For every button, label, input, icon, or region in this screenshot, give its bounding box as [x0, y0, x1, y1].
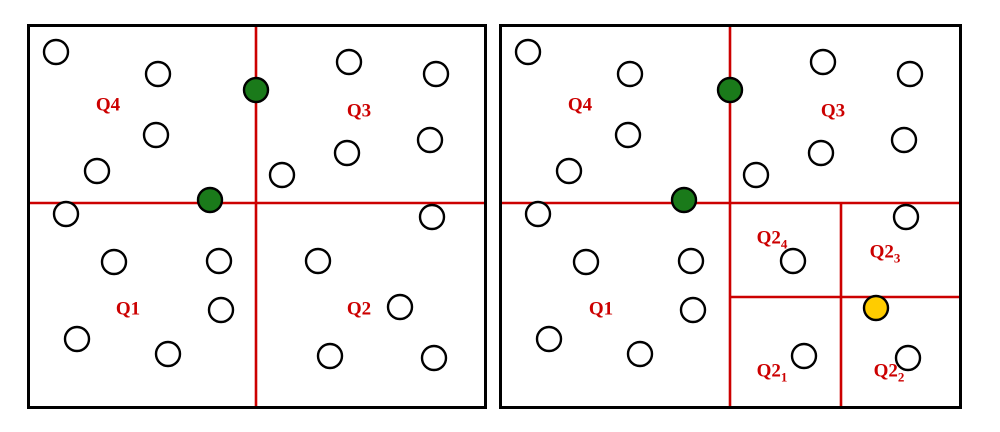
data-point-circle[interactable] [100, 248, 128, 276]
quadrant-label-q4-text: Q4 [567, 94, 593, 116]
data-point-circle[interactable] [742, 161, 770, 189]
data-point-circle[interactable] [614, 121, 642, 149]
data-point-circle[interactable] [894, 344, 922, 372]
quadrant-label-q4: Q4 [96, 96, 120, 115]
quadrant-label-q2-2-text: Q2 [873, 360, 898, 382]
data-point-circle[interactable] [144, 60, 172, 88]
quadrant-label-q2-2: Q22 [873, 360, 905, 384]
data-point-circle[interactable] [535, 325, 563, 353]
data-point-circle[interactable] [524, 200, 552, 228]
quadrant-label-q2-3-subscript: 3 [893, 250, 901, 266]
quadrant-label-q2-1: Q21 [756, 360, 788, 384]
data-point-circle[interactable] [790, 342, 818, 370]
data-point-circle[interactable] [422, 60, 450, 88]
quadrant-label-q2-3-text: Q2 [869, 241, 894, 263]
quadrant-label-q2-text: Q2 [346, 298, 372, 320]
data-point-circle[interactable] [83, 157, 111, 185]
quadrant-label-q3-text: Q3 [346, 100, 372, 122]
data-point-circle[interactable] [205, 247, 233, 275]
data-point-circle[interactable] [779, 247, 807, 275]
data-point-circle-green[interactable] [242, 76, 270, 104]
quadrant-label-q3: Q3 [821, 102, 845, 121]
data-point-circle-green[interactable] [196, 186, 224, 214]
quadrant-label-q3: Q3 [347, 102, 371, 121]
data-point-circle[interactable] [52, 200, 80, 228]
quadrant-label-q2-4-text: Q2 [756, 227, 781, 249]
quadrant-label-q2-4: Q24 [756, 227, 788, 251]
data-point-circle[interactable] [890, 126, 918, 154]
data-point-circle[interactable] [616, 60, 644, 88]
data-point-circle[interactable] [809, 48, 837, 76]
data-point-circle[interactable] [626, 340, 654, 368]
data-point-circle[interactable] [142, 121, 170, 149]
data-point-circle[interactable] [555, 157, 583, 185]
quadrant-label-q2-1-subscript: 1 [780, 369, 788, 385]
data-point-circle[interactable] [316, 342, 344, 370]
data-point-circle[interactable] [807, 139, 835, 167]
quadrant-label-q1: Q1 [589, 300, 613, 319]
quadrant-panel-level-1-canvas [27, 24, 487, 409]
quadrant-label-q2: Q2 [347, 300, 371, 319]
data-point-circle[interactable] [335, 48, 363, 76]
data-point-circle[interactable] [304, 247, 332, 275]
quadrant-label-q4-text: Q4 [95, 94, 121, 116]
quadrant-label-q2-3: Q23 [869, 241, 901, 265]
quadrant-label-q1-text: Q1 [115, 298, 141, 320]
data-point-circle[interactable] [572, 248, 600, 276]
data-point-circle[interactable] [420, 344, 448, 372]
quadrant-panel-level-2-canvas [499, 24, 962, 409]
data-point-circle[interactable] [677, 247, 705, 275]
quadrant-label-q4: Q4 [568, 96, 592, 115]
quadrant-label-q3-text: Q3 [820, 100, 846, 122]
quadrant-label-q2-4-subscript: 4 [780, 236, 788, 252]
data-point-circle[interactable] [207, 296, 235, 324]
data-point-circle[interactable] [154, 340, 182, 368]
data-point-circle[interactable] [514, 38, 542, 66]
data-point-circle[interactable] [386, 293, 414, 321]
quadrant-label-q1: Q1 [116, 300, 140, 319]
data-point-circle[interactable] [268, 161, 296, 189]
data-point-circle[interactable] [892, 203, 920, 231]
data-point-circle[interactable] [42, 38, 70, 66]
data-point-circle-yellow[interactable] [862, 294, 890, 322]
data-point-circle[interactable] [679, 296, 707, 324]
data-point-circle[interactable] [333, 139, 361, 167]
data-point-circle-green[interactable] [716, 76, 744, 104]
data-point-circle-green[interactable] [670, 186, 698, 214]
data-point-circle[interactable] [63, 325, 91, 353]
quadrant-label-q2-2-subscript: 2 [897, 369, 905, 385]
data-point-circle[interactable] [896, 60, 924, 88]
data-point-circle[interactable] [418, 203, 446, 231]
data-point-circle[interactable] [416, 126, 444, 154]
quadrant-label-q2-1-text: Q2 [756, 360, 781, 382]
quadrant-label-q1-text: Q1 [588, 298, 614, 320]
